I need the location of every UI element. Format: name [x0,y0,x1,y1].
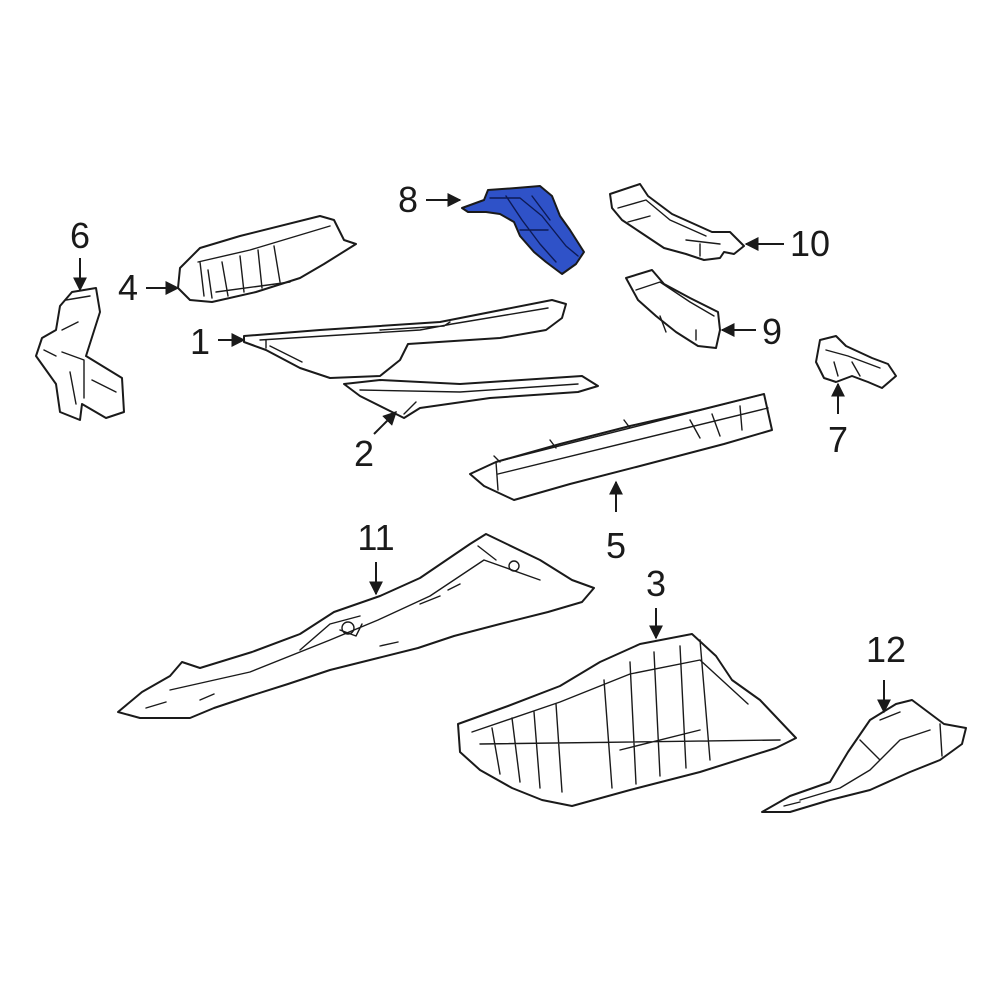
part-1-floor-panel[interactable] [243,299,567,379]
arrow-2 [373,411,397,435]
callout-1: 1 [189,321,211,362]
callout-6: 6 [69,215,91,256]
callout-5: 5 [605,525,627,566]
part-11-floor-pan[interactable] [117,533,595,719]
part-2-reinforcement[interactable] [343,375,599,419]
callout-3: 3 [645,563,667,604]
part-6-bracket[interactable] [35,287,125,421]
callout-2: 2 [353,433,375,474]
callout-8: 8 [397,179,419,220]
part-9-bracket[interactable] [625,269,721,349]
part-12-rear-panel[interactable] [761,699,967,813]
leader-arrows [73,193,891,714]
part-10-bracket[interactable] [609,183,745,261]
part-7-bracket[interactable] [815,335,897,389]
part-5-crossmember[interactable] [469,393,773,501]
callout-12: 12 [865,629,907,670]
callout-9: 9 [761,311,783,352]
part-4-heat-shield[interactable] [177,215,357,303]
callout-4: 4 [117,267,139,308]
callout-10: 10 [789,223,831,264]
part-8-highlighted-panel[interactable] [461,185,585,275]
callout-7: 7 [827,419,849,460]
part-3-rear-floor-pan[interactable] [457,633,797,807]
callout-11: 11 [357,517,395,558]
